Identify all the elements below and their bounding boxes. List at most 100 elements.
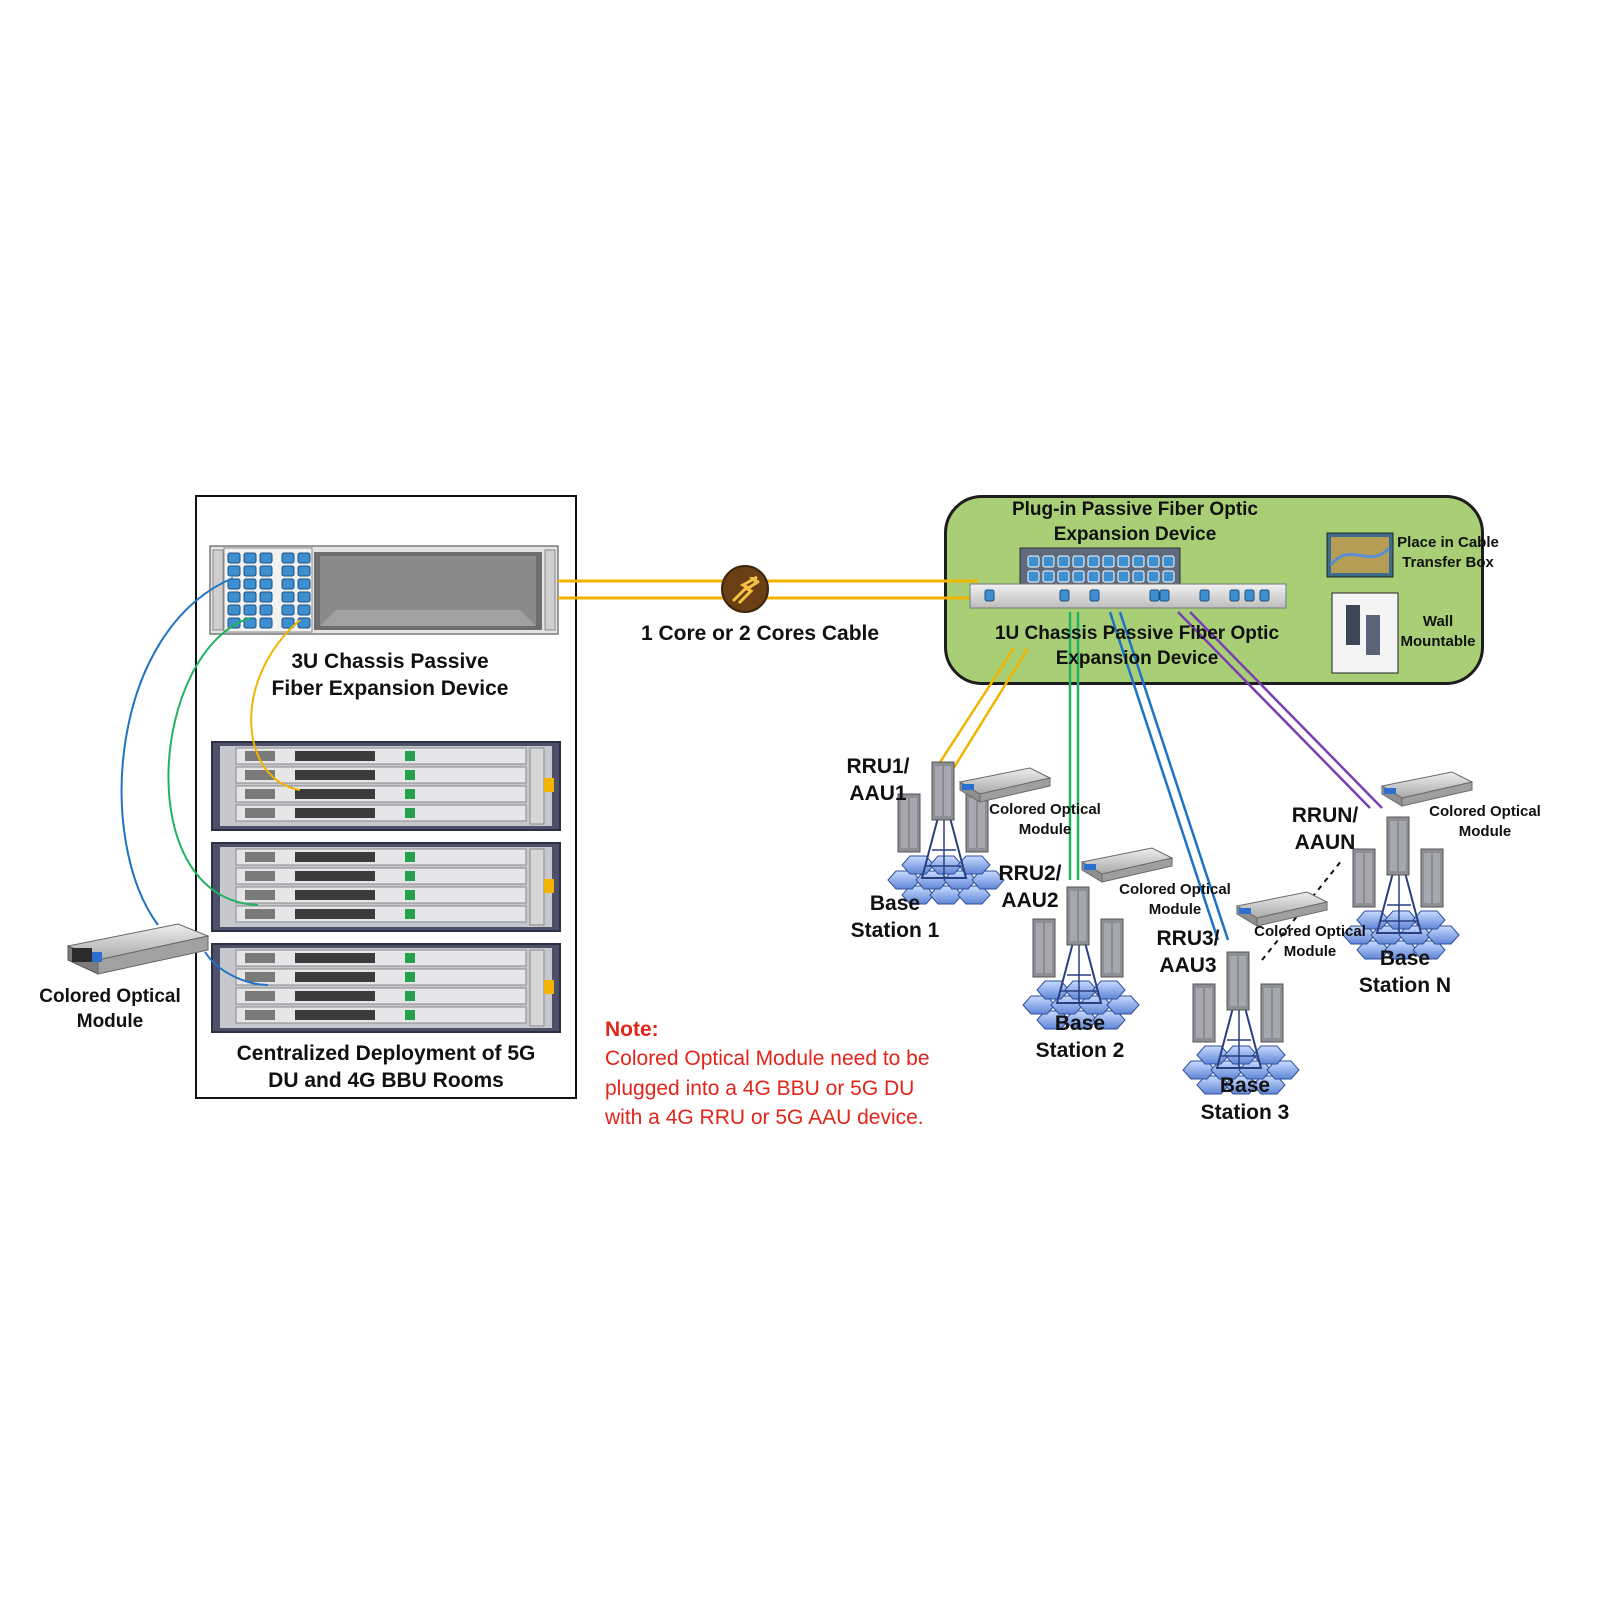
chassis-1u-port — [1149, 589, 1160, 602]
station-1-optical-module-image — [959, 767, 1051, 803]
fiber-port — [281, 591, 295, 603]
fiber-port — [227, 591, 241, 603]
chassis-1u-port — [1159, 589, 1170, 602]
fiber-port — [243, 604, 257, 616]
plugin-port — [1042, 555, 1055, 568]
plugin-port — [1132, 555, 1145, 568]
station-n-optical-module-image — [1381, 771, 1473, 807]
station-1-label: Base Station 1 — [835, 890, 955, 945]
fiber-port — [227, 578, 241, 590]
station-fiber-line — [1177, 611, 1371, 809]
wall-mountable-label-line-1: Wall — [1422, 613, 1454, 630]
cable-transfer-box-label: Place in Cable Transfer Box — [1388, 533, 1508, 572]
left-module-label: Colored Optical Module — [25, 985, 195, 1034]
station-1-module-label: Colored Optical Module — [975, 800, 1115, 839]
station-3-module-line-2: Module — [1283, 942, 1337, 960]
fiber-port — [259, 604, 273, 616]
plugin-port — [1087, 570, 1100, 583]
fiber-port — [259, 617, 273, 629]
bbu-rooms-label-line-2: DU and 4G BBU Rooms — [268, 1069, 504, 1093]
station-1-unit-line-1: RRU1/ — [846, 755, 910, 778]
bbu-unit — [211, 943, 561, 1033]
station-2-label: Base Station 2 — [1015, 1010, 1145, 1065]
fiber-port — [281, 604, 295, 616]
station-2-optical-module-image — [1081, 847, 1173, 883]
chassis-1u-port — [1229, 589, 1240, 602]
plugin-port — [1162, 570, 1175, 583]
station-n-label-line-2: Station N — [1358, 974, 1452, 998]
station-1-unit-label: RRU1/ AAU1 — [838, 753, 918, 808]
plugin-device-label: Plug-in Passive Fiber Optic Expansion De… — [985, 498, 1285, 547]
station-1-label-line-1: Base — [869, 892, 921, 915]
fiber-port — [227, 565, 241, 577]
station-3-unit-line-2: AAU3 — [1159, 954, 1217, 978]
plugin-port — [1132, 570, 1145, 583]
note-block: Note: Colored Optical Module need to be … — [605, 1015, 930, 1133]
bbu-rooms-label: Centralized Deployment of 5G DU and 4G B… — [200, 1040, 572, 1095]
fibers-to-stations — [933, 611, 1383, 941]
station-2-module-label: Colored Optical Module — [1105, 880, 1245, 919]
yellow-patch-fiber — [250, 619, 301, 791]
wall-mount-image — [1331, 592, 1399, 674]
station-2-label-line-1: Base — [1054, 1012, 1106, 1035]
plugin-expansion-device — [1019, 547, 1181, 589]
cable-transfer-box-image — [1326, 532, 1394, 578]
fiber-port — [281, 617, 295, 629]
fiber-port — [227, 552, 241, 564]
station-2-unit-label: RRU2/ AAU2 — [990, 860, 1070, 915]
station-3-optical-module-image — [1236, 891, 1328, 927]
fiber-port — [281, 578, 295, 590]
chassis-3u-ports — [227, 552, 311, 629]
station-1-module-line-2: Module — [1018, 820, 1072, 838]
station-3-label-line-1: Base — [1219, 1074, 1271, 1097]
plugin-port — [1087, 555, 1100, 568]
chassis-1u-port — [1199, 589, 1210, 602]
station-3-unit-line-1: RRU3/ — [1156, 927, 1220, 950]
station-fiber-line — [1189, 611, 1383, 809]
fiber-port — [297, 591, 311, 603]
cable-transfer-box-label-line-1: Place in Cable — [1397, 534, 1499, 551]
bbu-unit — [211, 741, 561, 831]
blue-patch-fiber — [120, 577, 234, 926]
note-line-3: with a 4G RRU or 5G AAU device. — [605, 1106, 924, 1130]
fiber-port — [297, 565, 311, 577]
chassis-1u-port — [1244, 589, 1255, 602]
wall-mountable-label: Wall Mountable — [1396, 612, 1480, 651]
note-line-1: Colored Optical Module need to be — [605, 1047, 930, 1071]
station-3-label: Base Station 3 — [1180, 1072, 1310, 1127]
plugin-port — [1072, 570, 1085, 583]
station-n-module-line-1: Colored Optical — [1429, 803, 1541, 820]
cable-label: 1 Core or 2 Cores Cable — [640, 622, 880, 645]
bbu-unit — [211, 842, 561, 932]
station-1-unit-line-2: AAU1 — [849, 782, 907, 806]
plugin-port — [1147, 570, 1160, 583]
chassis-1u-device — [969, 583, 1287, 609]
station-fiber-line — [933, 647, 1016, 771]
plugin-device-label-line-1: Plug-in Passive Fiber Optic — [1011, 499, 1258, 520]
lightning-arrow-icon — [721, 565, 769, 613]
plugin-port — [1102, 555, 1115, 568]
chassis-3u-label-line-1: 3U Chassis Passive — [291, 650, 489, 673]
chassis-1u-port — [1089, 589, 1100, 602]
station-n-label-line-1: Base — [1379, 947, 1431, 970]
blue-patch-fiber-2 — [204, 951, 269, 986]
plugin-port — [1027, 570, 1040, 583]
fiber-port — [259, 578, 273, 590]
plugin-port — [1117, 570, 1130, 583]
station-n-unit-line-1: RRUN/ — [1291, 804, 1359, 827]
station-n-module-label: Colored Optical Module — [1415, 802, 1555, 841]
chassis-3u-label: 3U Chassis Passive Fiber Expansion Devic… — [225, 648, 555, 703]
station-1-module-line-1: Colored Optical — [989, 801, 1101, 818]
station-1-label-line-2: Station 1 — [850, 919, 940, 943]
fiber-port — [243, 578, 257, 590]
station-n-label: Base Station N — [1340, 945, 1470, 1000]
chassis-1u-port — [1259, 589, 1270, 602]
fiber-port — [227, 604, 241, 616]
left-module-label-line-2: Module — [76, 1010, 144, 1032]
station-fiber-line — [1118, 611, 1230, 941]
fiber-port — [297, 604, 311, 616]
fiber-port — [259, 552, 273, 564]
fiber-port — [259, 591, 273, 603]
station-2-unit-line-2: AAU2 — [1001, 889, 1059, 913]
